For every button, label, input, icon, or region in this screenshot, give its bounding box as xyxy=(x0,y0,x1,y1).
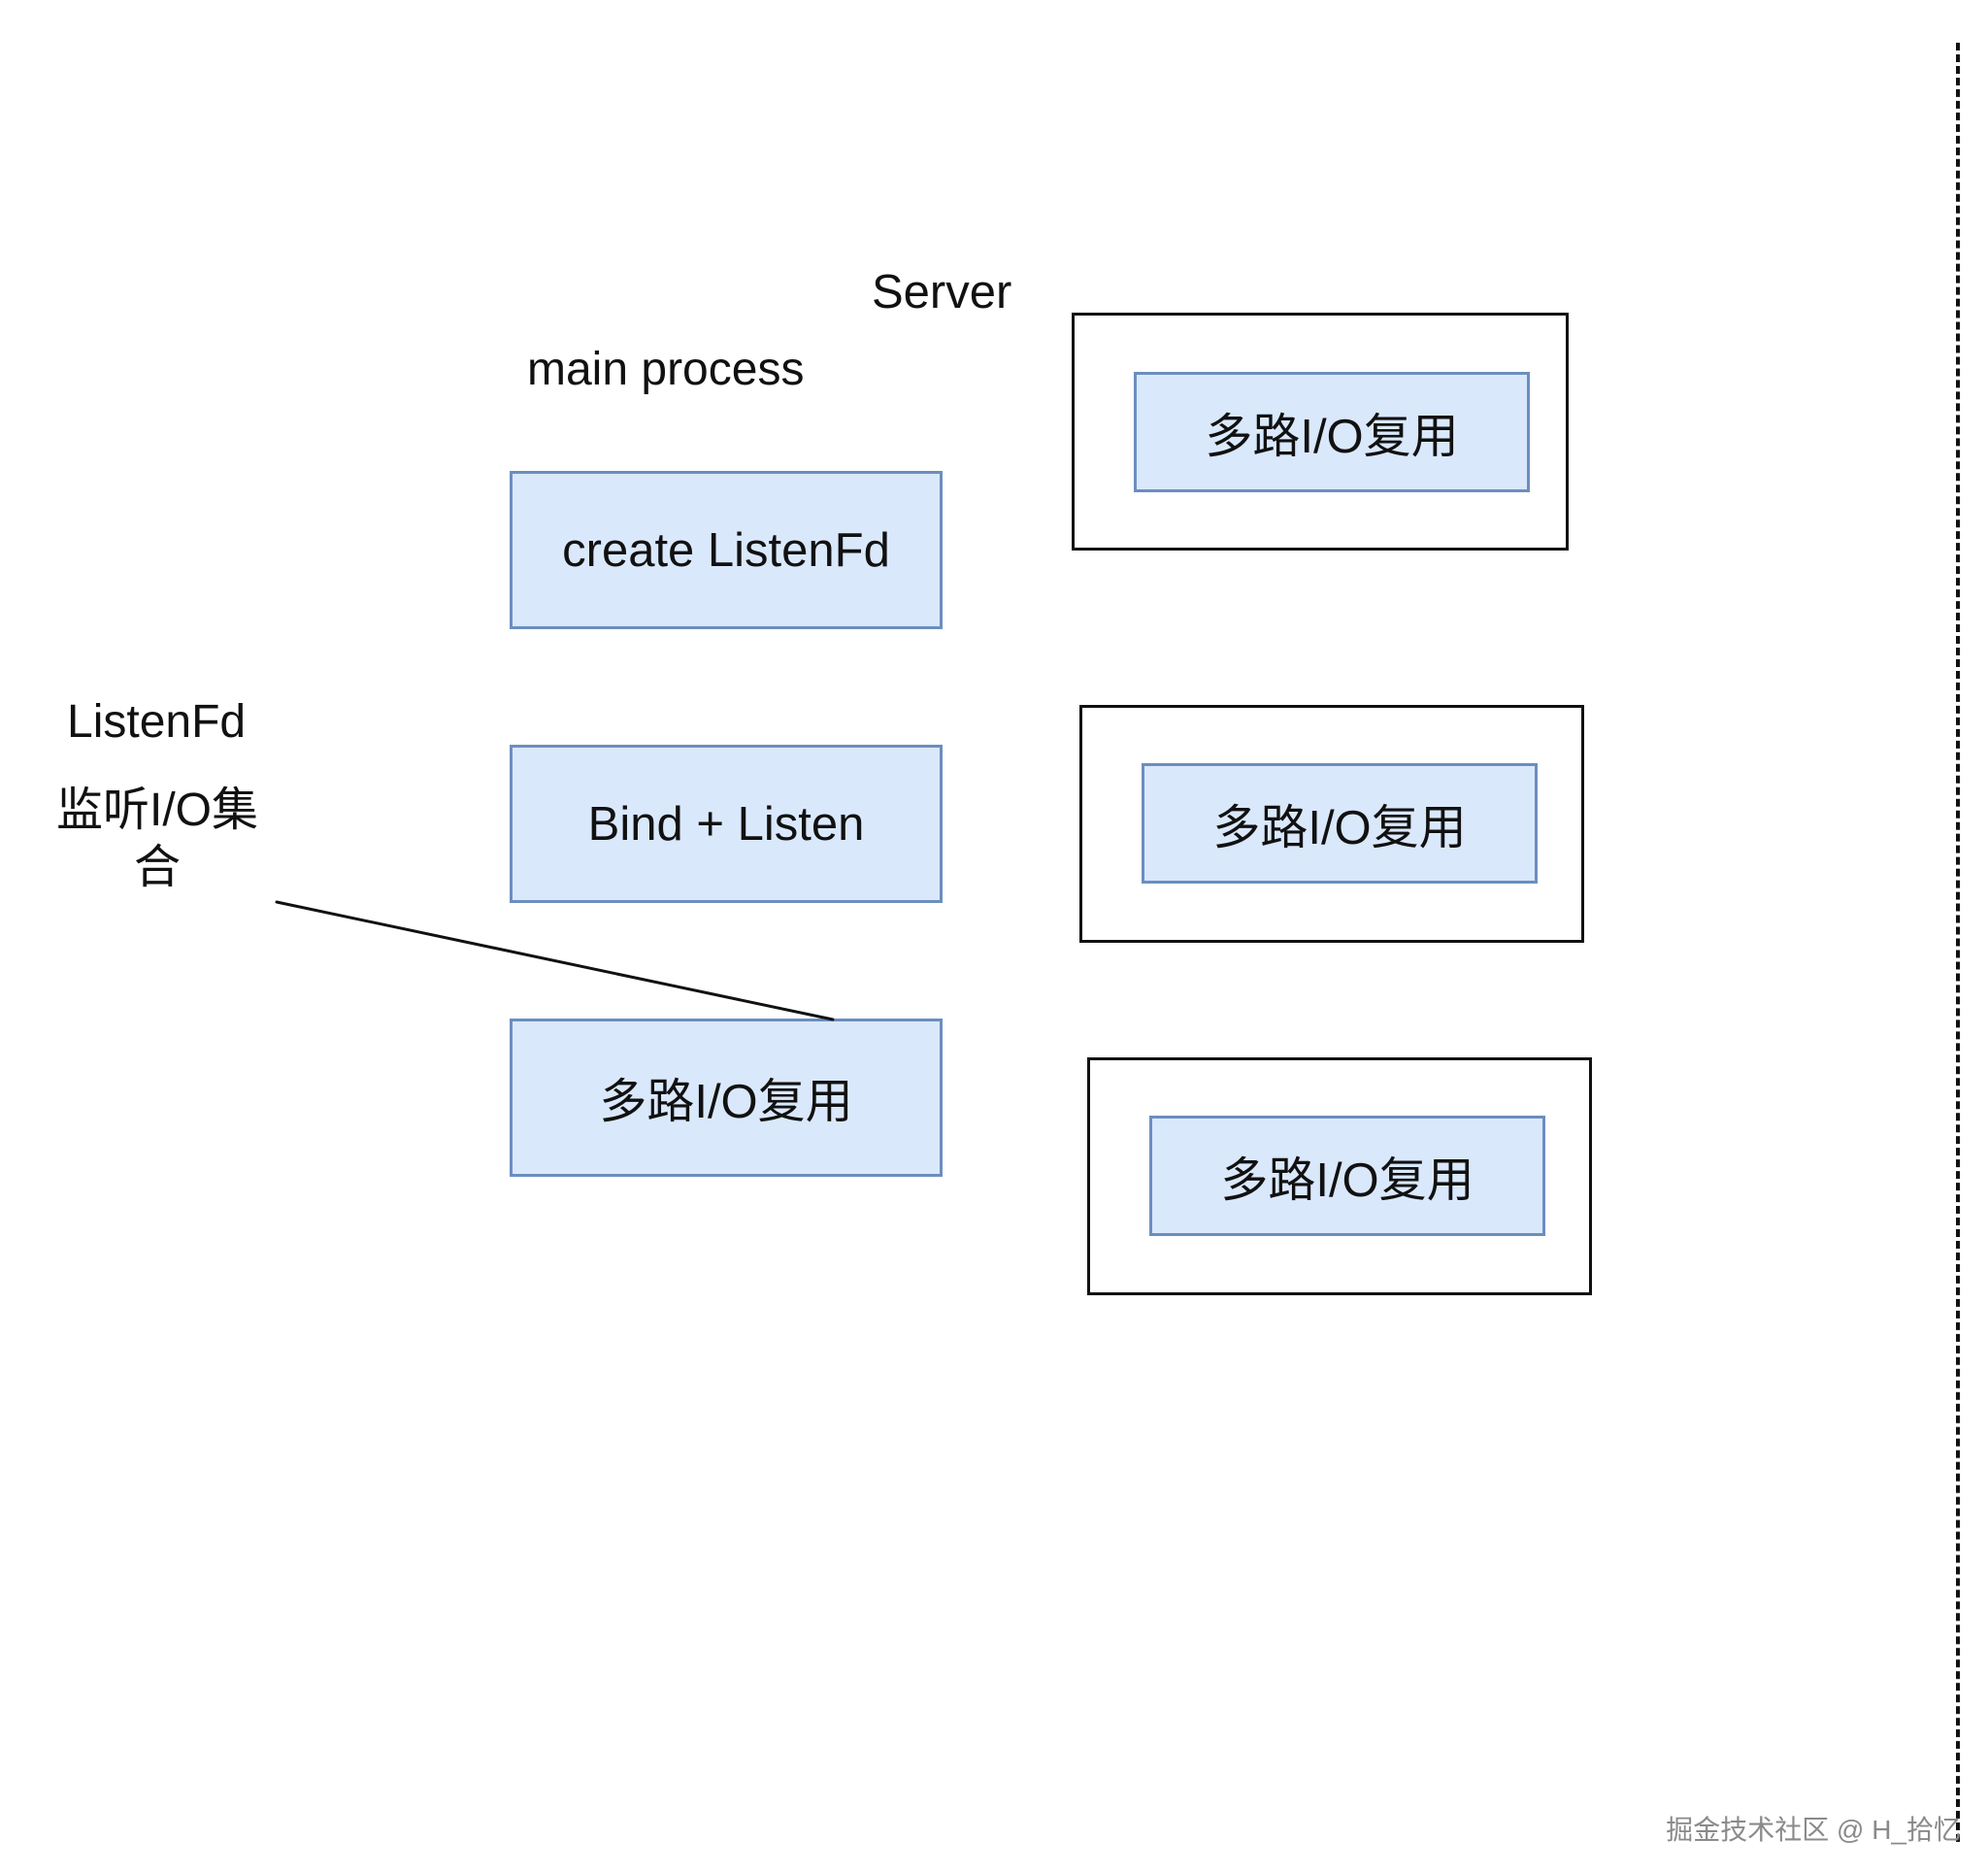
watermark-text: 掘金技术社区 @ H_拾忆 xyxy=(1666,1815,1961,1845)
create-listenfd-box: create ListenFd xyxy=(510,471,943,629)
main-multiplex-text: 多路I/O复用 xyxy=(599,1076,853,1128)
worker-multiplex-text-1: 多路I/O复用 xyxy=(1205,410,1459,463)
dashed-divider xyxy=(1956,43,1960,1842)
worker-multiplex-text-2: 多路I/O复用 xyxy=(1212,801,1467,854)
bind-listen-text: Bind + Listen xyxy=(587,797,865,851)
worker-box-1 xyxy=(1072,313,1569,551)
worker-box-2 xyxy=(1079,705,1584,943)
listen-set-connector xyxy=(275,900,835,1021)
listen-set-label: 监听I/O集合 xyxy=(55,785,258,893)
main-process-label: main process xyxy=(527,344,805,395)
bind-listen-box: Bind + Listen xyxy=(510,745,943,903)
worker-multiplex-box-2: 多路I/O复用 xyxy=(1142,763,1538,884)
listenfd-label: ListenFd xyxy=(67,696,247,748)
worker-multiplex-box-3: 多路I/O复用 xyxy=(1149,1116,1545,1236)
create-listenfd-text: create ListenFd xyxy=(562,523,890,577)
main-multiplex-box: 多路I/O复用 xyxy=(510,1019,943,1177)
server-label: Server xyxy=(872,266,1012,318)
worker-multiplex-text-3: 多路I/O复用 xyxy=(1220,1153,1474,1207)
worker-box-3 xyxy=(1087,1057,1592,1295)
worker-multiplex-box-1: 多路I/O复用 xyxy=(1134,372,1530,492)
